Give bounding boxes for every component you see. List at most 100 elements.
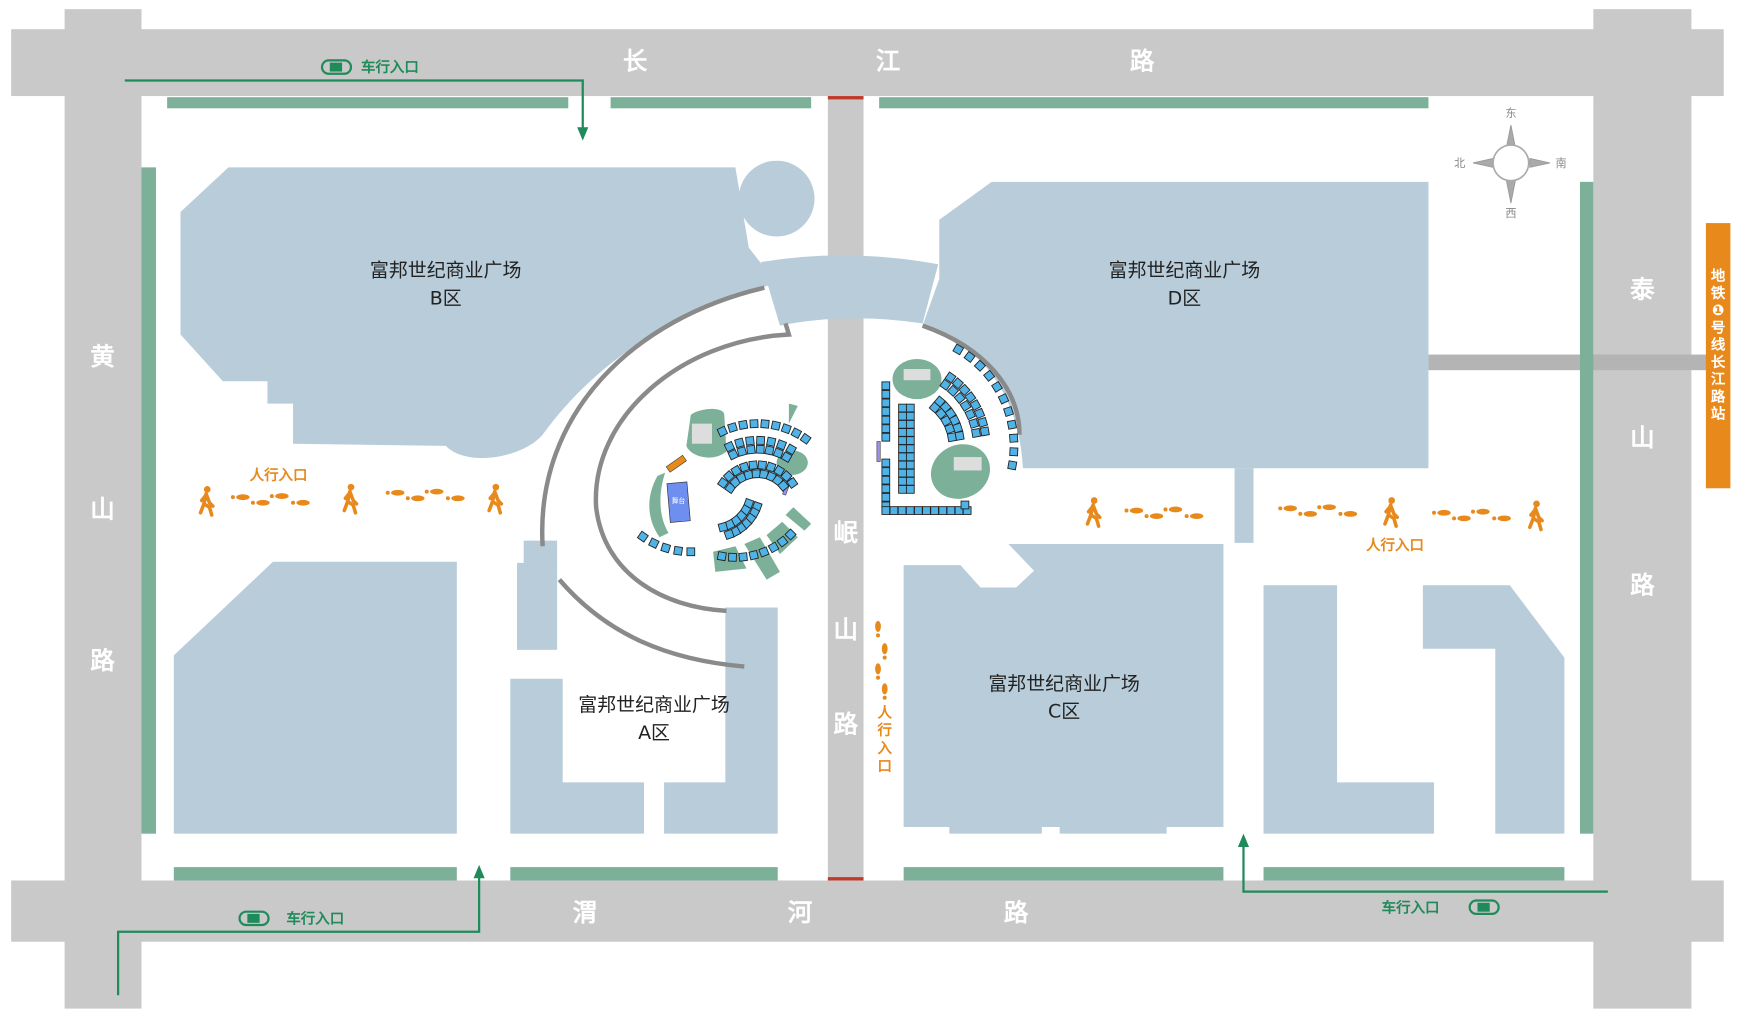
building-d [922,181,1429,469]
seat [748,460,758,470]
building-d-annex [1234,468,1254,543]
seat [946,432,957,443]
vehicle-routes [116,79,1608,996]
pedestrian-icon [198,486,215,517]
seat [799,432,812,445]
footprint-icon [876,633,881,638]
metro-char: 铁 [1711,284,1726,302]
vehicle-entrance-southeast[interactable]: 车行入口 [1382,898,1500,916]
vehicle-entrance-label: 车行入口 [286,909,344,927]
label-char: 口 [877,759,891,775]
seat [898,403,907,413]
seat [940,414,952,427]
car-icon [320,59,353,75]
footprint-icon [1129,507,1144,514]
seat [881,389,891,399]
seat [979,426,990,437]
pedestrian-icon [1383,497,1400,528]
seat [946,384,960,398]
seat [991,380,1004,393]
seat [953,391,966,405]
footprint-icon [1476,508,1490,515]
seat [898,444,907,454]
wall-east [921,323,1022,435]
seat [738,461,750,473]
seat [897,506,907,515]
greenbelt [879,97,1429,109]
seat [958,383,971,396]
label-char: 入 [877,740,892,757]
seat [748,549,759,561]
planter [930,444,990,499]
footprint-icon [1298,511,1303,516]
vehicle-entrance-label: 车行入口 [361,58,419,76]
kiosk [953,457,982,471]
pedestrian-entrance-east-label[interactable]: 人行入口 [1366,536,1424,554]
road-label: 河 [788,898,813,927]
vehicle-entrance-southwest[interactable]: 车行入口 [238,909,345,927]
building-rotunda [738,160,815,237]
seat [983,369,996,382]
compass-top: 东 [1505,107,1516,120]
wall-outer-south [557,578,745,669]
seat [717,521,729,533]
seat [964,408,976,421]
building-a [510,607,778,834]
seat [934,407,948,420]
seat [785,443,798,456]
road-label: 山 [833,615,858,644]
footprint-icon [1497,515,1511,522]
seat [905,460,915,470]
seat [745,435,755,446]
vehicle-route-southwest [116,873,481,996]
seat [736,446,748,457]
planter [788,403,798,424]
footprint-icon [1437,509,1451,516]
seat [905,403,915,413]
metro-sign-background [1705,223,1731,489]
purple-bench [876,441,881,462]
vehicle-entrance-north[interactable]: 车行入口 [320,58,419,76]
building-b-zone: B区 [430,287,462,309]
pedestrian-entrance-middle-label[interactable]: 人 行 入 口 [876,704,892,774]
road-label: 山 [90,495,115,524]
footprint-icon [1452,516,1457,521]
seat [723,440,736,453]
building-c-zone: C区 [1048,701,1080,723]
footprint-icon [876,675,881,680]
vehicle-entrance-label: 车行入口 [1382,898,1440,916]
pedestrian-icon [487,483,504,515]
road-label: 路 [1130,47,1155,76]
planter [785,507,812,531]
skybridge [761,255,939,326]
footprint-icon [1189,513,1204,520]
seat [648,537,660,549]
footprint-icon [430,488,444,495]
footprint-icon [881,683,888,695]
wall-outer [540,285,765,547]
road-label: 路 [1630,570,1655,599]
road-label: 山 [1630,423,1655,452]
building-c [903,543,1224,834]
seat [963,350,976,364]
pedestrian-icon [1085,497,1102,528]
greenbelt [173,867,457,881]
footprint-icon [875,620,881,633]
building-a-name: 富邦世纪商业广场 [578,694,730,716]
road-label: 渭 [573,898,598,927]
pedestrian-entrance-west-label[interactable]: 人行入口 [250,466,308,484]
seat [881,492,891,502]
road-labels: 长 江 路 渭 河 路 黄 山 路 泰 山 路 岷 山 路 [90,47,1655,927]
seat [1009,447,1019,457]
footprint-icon [875,663,881,675]
seat [881,467,891,476]
footprint-icon [405,496,410,501]
seat [757,460,767,470]
vehicle-route-southeast [1242,842,1608,893]
seat [905,411,915,421]
seat [716,551,727,562]
seat [673,545,684,556]
footprint-icon [1278,506,1283,511]
